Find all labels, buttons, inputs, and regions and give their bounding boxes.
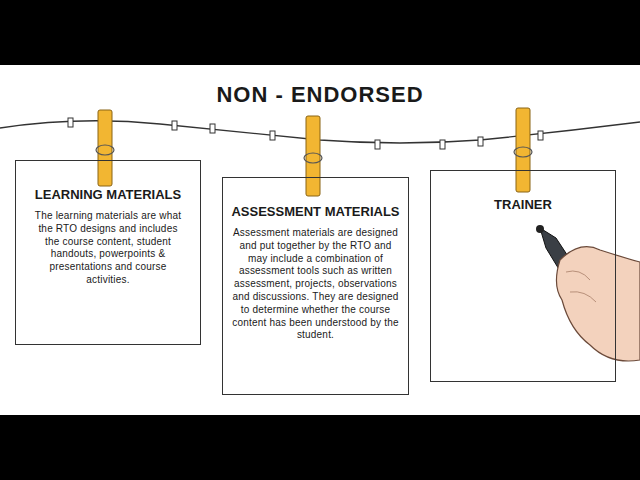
hanging-card: LEARNING MATERIALS The learning materials…	[15, 160, 201, 345]
card-body: The learning materials are what the RTO …	[30, 210, 186, 287]
card-heading: LEARNING MATERIALS	[30, 187, 186, 202]
card-heading: TRAINER	[439, 197, 607, 212]
bottom-bar	[0, 415, 640, 480]
card-body: Assessment materials are designed and pu…	[231, 227, 400, 342]
top-bar	[0, 0, 640, 65]
hand-with-marker	[536, 225, 640, 361]
hanging-card: ASSESSMENT MATERIALS Assessment materials…	[222, 177, 409, 395]
diagram-title: NON - ENDORSED	[0, 82, 640, 108]
clothes-peg	[98, 108, 530, 196]
card-heading: ASSESSMENT MATERIALS	[231, 204, 400, 219]
hanging-card: TRAINER	[430, 170, 616, 382]
